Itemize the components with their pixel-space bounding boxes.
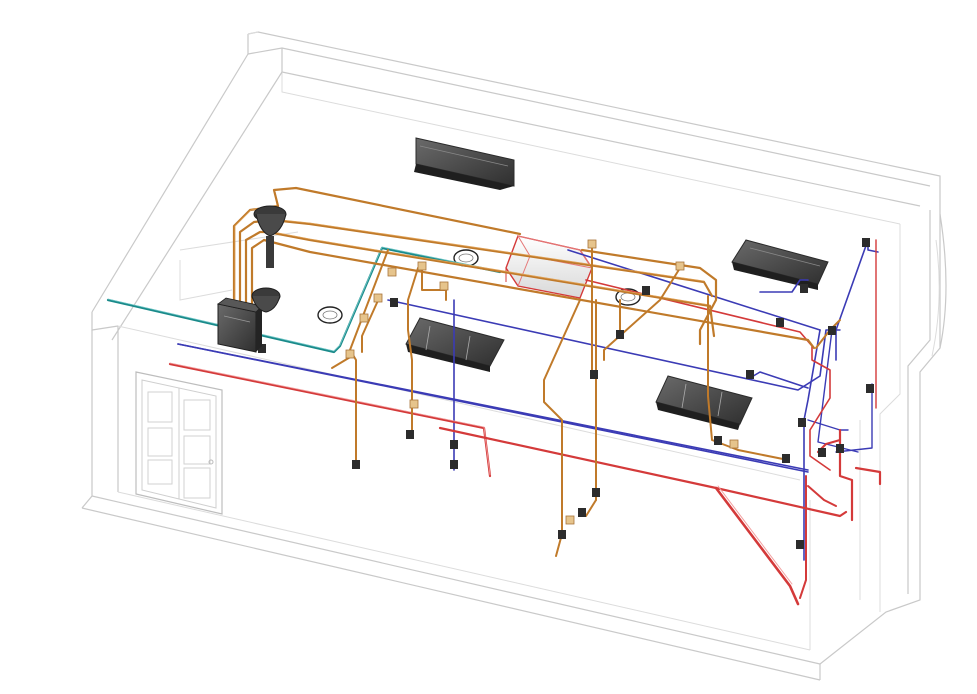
junction-box-icon bbox=[782, 454, 790, 463]
junction-box-icon bbox=[798, 418, 806, 427]
right-wall-inner-2 bbox=[879, 224, 901, 612]
junction-box-icon bbox=[592, 488, 600, 497]
back-wall-ceiling-line bbox=[281, 48, 921, 207]
room-shell bbox=[81, 31, 947, 681]
junction-box-icon bbox=[800, 284, 808, 293]
junction-boxes bbox=[258, 238, 874, 549]
fan-coil-icon bbox=[655, 375, 753, 430]
junction-box-icon bbox=[746, 370, 754, 379]
round-diffuser-icon bbox=[317, 306, 343, 324]
floor-front-inner bbox=[91, 495, 821, 665]
conduit-runs bbox=[232, 186, 841, 557]
back-wall-top-inner bbox=[247, 34, 931, 187]
corner-cap bbox=[247, 31, 259, 35]
junction-box-icon bbox=[796, 540, 804, 549]
back-wall-top-edge bbox=[247, 31, 941, 194]
junction-box-icon bbox=[406, 430, 414, 439]
junction-box-icon bbox=[258, 344, 266, 353]
front-wall-top-line bbox=[117, 325, 801, 481]
right-wall-inner bbox=[907, 210, 931, 594]
panel-box-icon bbox=[217, 297, 263, 353]
junction-box-icon bbox=[578, 508, 586, 517]
ceiling-fixture-icon bbox=[414, 137, 515, 190]
right-wall-outline bbox=[819, 194, 941, 665]
left-wall-top-edge bbox=[91, 53, 249, 313]
red-line-runs bbox=[168, 239, 882, 606]
right-wall-curve bbox=[939, 213, 947, 349]
left-wall-inner-edge bbox=[111, 71, 283, 341]
floor-inner-line bbox=[117, 491, 811, 651]
junction-box-icon bbox=[862, 238, 870, 247]
junction-box-icon bbox=[450, 460, 458, 469]
junction-box-icon bbox=[642, 286, 650, 295]
door-icon bbox=[135, 371, 223, 515]
junction-box-icon bbox=[590, 370, 598, 379]
floor-front-edge bbox=[81, 507, 821, 681]
pendant-fixture-icon bbox=[251, 205, 287, 313]
front-top-left-cap bbox=[91, 312, 119, 331]
fan-coil-icon bbox=[405, 317, 505, 372]
junction-box-icon bbox=[558, 530, 566, 539]
junction-box-icon bbox=[352, 460, 360, 469]
right-wall-curve-inner bbox=[931, 239, 940, 357]
back-wall-band bbox=[281, 72, 901, 225]
junction-box-icon bbox=[450, 440, 458, 449]
junction-box-icon bbox=[390, 298, 398, 307]
junction-box-icon bbox=[818, 448, 826, 457]
junction-box-icon bbox=[776, 318, 784, 327]
partition-top bbox=[179, 260, 233, 301]
front-left-edge bbox=[81, 330, 93, 509]
junction-box-icon bbox=[616, 330, 624, 339]
conduit-fittings bbox=[345, 239, 739, 525]
junction-box-icon bbox=[836, 444, 844, 453]
ceiling-fixture-icon bbox=[731, 239, 829, 290]
junction-box-icon bbox=[714, 436, 722, 445]
junction-box-icon bbox=[866, 384, 874, 393]
junction-box-icon bbox=[828, 326, 836, 335]
